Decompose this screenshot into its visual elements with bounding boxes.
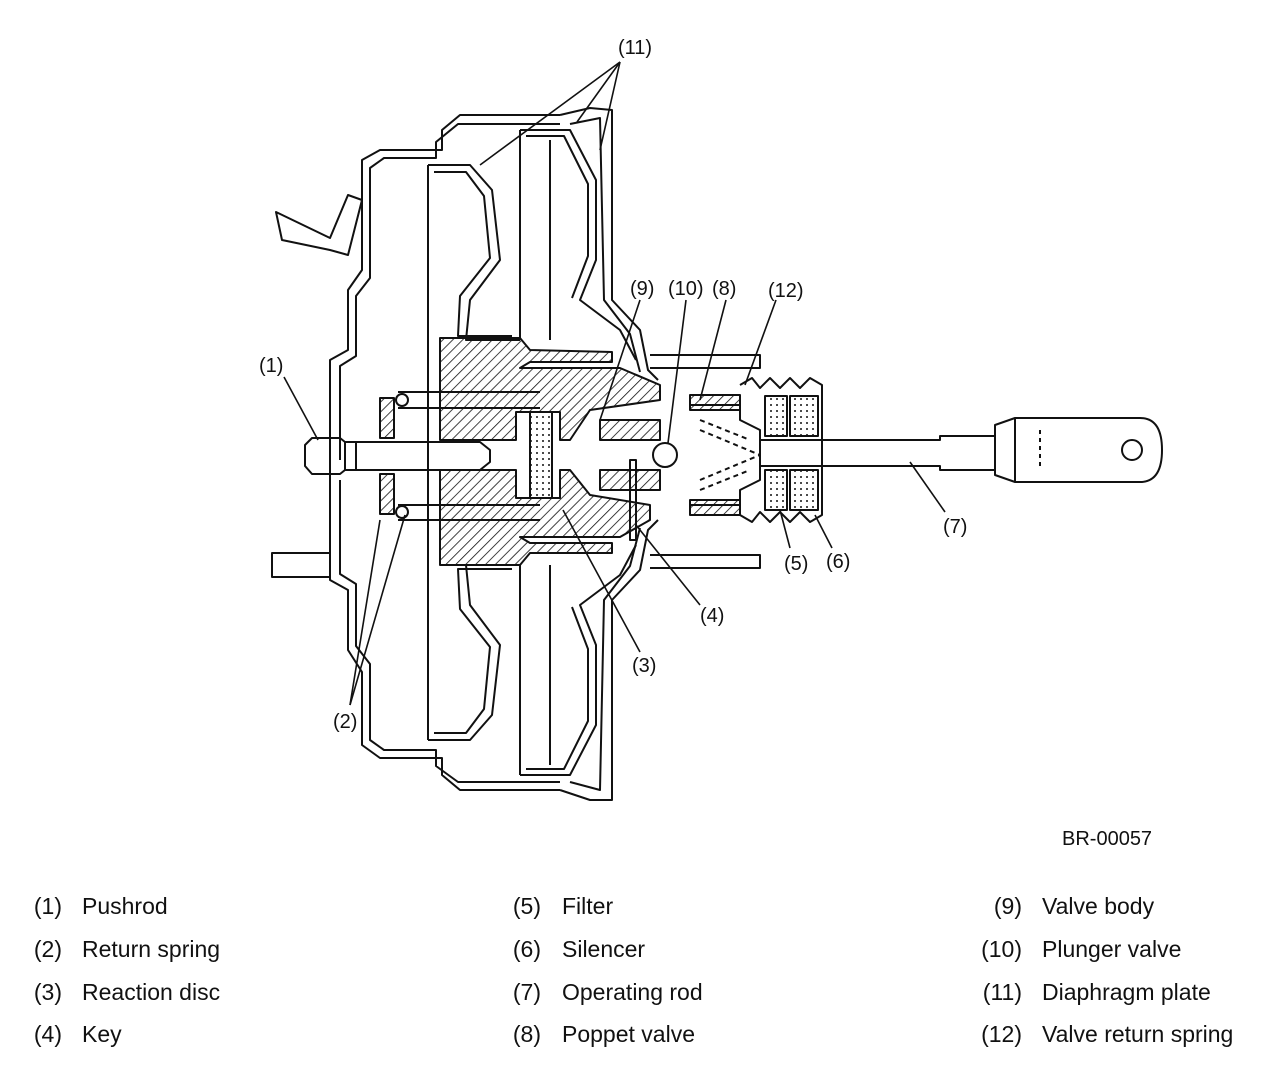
legend-label: Poppet valve: [562, 1021, 695, 1047]
clevis: [994, 417, 1163, 483]
legend-number: (7): [512, 979, 541, 1005]
callout-2: (2): [333, 711, 357, 733]
callout-11: (11): [618, 37, 652, 59]
legend-number: (9): [993, 893, 1022, 919]
legend-number: (5): [512, 893, 541, 919]
operating-rod: [759, 435, 996, 471]
callout-3: (3): [632, 655, 656, 677]
legend-number: (12): [981, 1021, 1022, 1047]
callout-10: (10): [668, 278, 704, 300]
reaction-disc: [529, 411, 553, 499]
legend-label: Pushrod: [82, 893, 168, 919]
silencer: [789, 395, 819, 437]
valve-body: [439, 337, 661, 441]
callout-5: (5): [784, 553, 808, 575]
legend-label: Filter: [562, 893, 614, 919]
legend-label: Return spring: [82, 936, 221, 962]
legend-label: Plunger valve: [1042, 936, 1182, 962]
legend-label: Silencer: [562, 936, 646, 962]
pushrod: [304, 437, 491, 475]
callout-1: (1): [259, 355, 283, 377]
callout-9: (9): [630, 278, 654, 300]
legend-label: Reaction disc: [82, 979, 221, 1005]
key: [629, 459, 637, 541]
callout-12: (12): [768, 280, 804, 302]
parts-legend: (1) Pushrod (2) Return spring (3) Reacti…: [0, 890, 1280, 1070]
mounting-stud-lower: [271, 552, 331, 578]
callout-6: (6): [826, 551, 850, 573]
legend-number: (11): [982, 979, 1022, 1005]
legend-label: Operating rod: [562, 979, 703, 1005]
mounting-stud-upper: [275, 194, 363, 256]
callout-4: (4): [700, 605, 724, 627]
plunger-valve-ball: [652, 442, 678, 468]
legend-number: (4): [33, 1021, 62, 1047]
front-shell: [329, 114, 560, 791]
legend-number: (2): [33, 936, 62, 962]
legend-number: (8): [512, 1021, 541, 1047]
legend-number: (3): [33, 979, 62, 1005]
legend-label: Valve return spring: [1042, 1021, 1234, 1047]
legend-number: (10): [981, 936, 1022, 962]
callout-8: (8): [712, 278, 736, 300]
legend-label: Key: [82, 1021, 122, 1047]
rear-shell: [559, 107, 659, 801]
callout-7: (7): [943, 516, 967, 538]
dust-boot: [739, 377, 823, 523]
legend-label: Valve body: [1042, 893, 1155, 919]
filter: [764, 395, 788, 437]
legend-number: (6): [512, 936, 541, 962]
legend-label: Diaphragm plate: [1042, 979, 1211, 1005]
figure-id: BR-00057: [1062, 828, 1153, 850]
brake-booster-cross-section: (11) (1) (2) (3) (4) (5) (6) (7) (9) (10…: [259, 37, 1163, 801]
legend-number: (1): [33, 893, 62, 919]
